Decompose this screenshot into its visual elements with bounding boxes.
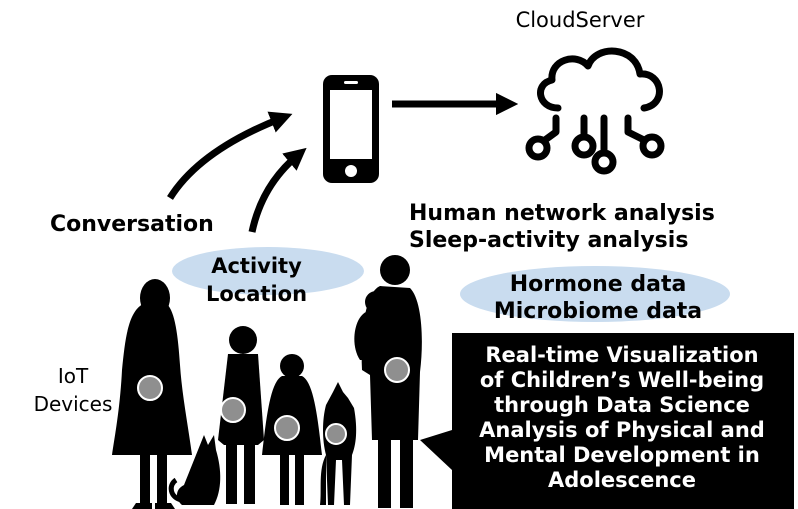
devices-label: Devices [33, 392, 113, 416]
device-dot [137, 375, 163, 401]
callout-line: of Children’s Well-being [479, 368, 765, 392]
activity-label: Activity [211, 254, 302, 278]
callout-box [420, 333, 794, 509]
callout-line: through Data Science [494, 393, 750, 417]
man-silhouette-icon [354, 255, 422, 508]
callout-line: Mental Development in [484, 443, 760, 467]
microbiome-data-label: Microbiome data [493, 299, 703, 324]
hormone-data-label: Hormone data [509, 272, 687, 297]
data-highlight-ellipse [460, 266, 730, 322]
callout-line: Analysis of Physical and [479, 418, 765, 442]
iot-devices-label: IoT Devices [18, 362, 128, 418]
device-dot [384, 357, 410, 383]
human-network-analysis-label: Human network analysis [409, 201, 715, 226]
conversation-label: Conversation [50, 212, 214, 237]
cloud-server-label: CloudServer [515, 8, 645, 32]
conversation-arrow [167, 111, 293, 200]
data-type-labels: Hormone data Microbiome data [468, 271, 728, 325]
callout-line: Adolescence [548, 468, 696, 492]
iot-device-dots [137, 357, 410, 445]
analysis-labels: Human network analysis Sleep-activity an… [409, 200, 715, 254]
activity-location-label: Activity Location [206, 252, 307, 308]
iot-label: IoT [57, 364, 89, 388]
device-dot [274, 415, 300, 441]
device-dot [325, 423, 347, 445]
cloud-network-icon [525, 47, 665, 175]
device-dot [220, 397, 246, 423]
sleep-activity-analysis-label: Sleep-activity analysis [409, 228, 689, 253]
location-label: Location [206, 282, 308, 306]
activity-highlight-ellipse [172, 247, 364, 295]
smartphone-icon [323, 75, 379, 183]
callout-text: Real-time Visualization of Children’s We… [460, 343, 784, 493]
callout-line: Real-time Visualization [485, 343, 759, 367]
cat-silhouette-icon [168, 435, 221, 505]
activity-arrow [248, 147, 307, 233]
